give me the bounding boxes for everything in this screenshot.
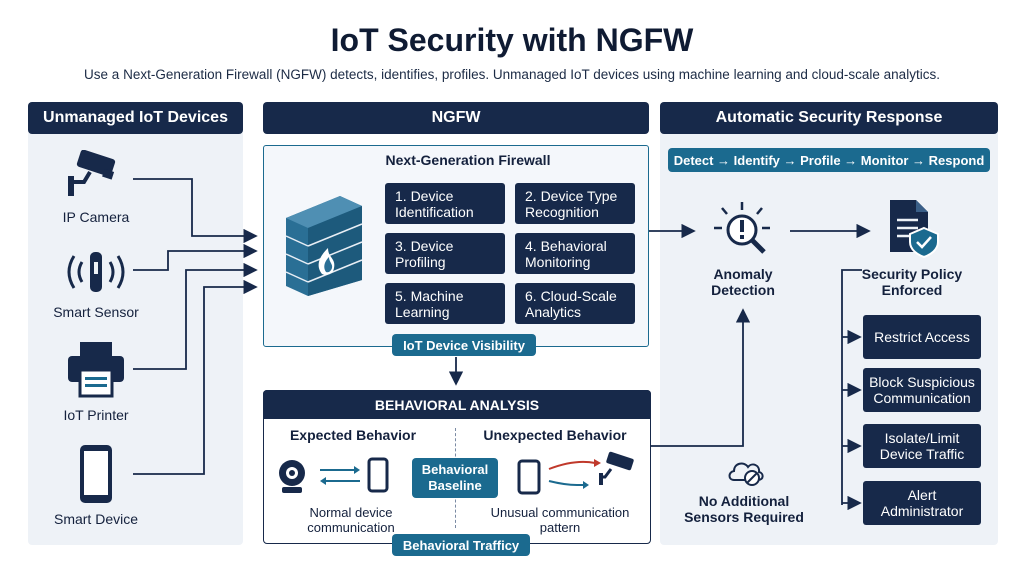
feature-device-type-recognition: 2. Device Type Recognition [515,183,635,224]
behavioral-traffic-badge: Behavioral Trafficy [392,534,530,556]
device-label-smart-device: Smart Device [53,511,139,527]
behavioral-baseline-badge: Behavioral Baseline [412,458,498,498]
anomaly-detection-label: Anomaly Detection [711,266,775,298]
device-label-ip-camera: IP Camera [62,209,130,225]
printer-icon [68,342,124,398]
devices-panel [28,102,243,545]
page-subtitle: Use a Next-Generation Firewall (NGFW) de… [84,67,940,82]
unexpected-behavior-title: Unexpected Behavior [483,427,627,443]
action-block-suspicious-communication: Block Suspicious Communication [863,368,981,412]
response-header: Automatic Security Response [660,102,998,134]
feature-behavioral-monitoring: 4. Behavioral Monitoring [515,233,635,274]
firewall-icon [285,196,363,296]
page-title: IoT Security with NGFW [330,22,694,58]
feature-device-identification: 1. Device Identification [385,183,505,224]
iot-device-visibility-badge: IoT Device Visibility [392,334,536,356]
security-policy-label: Security Policy Enforced [861,266,963,298]
unexpected-behavior-graphic [517,451,634,495]
no-sensors-icon [728,462,764,486]
behavioral-analysis-header: BEHAVIORAL ANALYSIS [263,390,651,419]
ngfw-header: NGFW [263,102,649,134]
expected-behavior-title: Expected Behavior [289,427,417,443]
device-label-iot-printer: IoT Printer [63,407,129,423]
devices-header: Unmanaged IoT Devices [28,102,243,134]
action-restrict-access: Restrict Access [863,315,981,359]
expected-behavior-caption: Normal device communication [307,505,395,535]
smartphone-icon [80,445,112,503]
expected-behavior-graphic [279,457,389,493]
feature-device-profiling: 3. Device Profiling [385,233,505,274]
ngfw-box-title: Next-Generation Firewall [385,152,551,168]
no-additional-sensors-label: No Additional Sensors Required [684,493,804,525]
response-flow-badge: Detect → Identify → Profile → Monitor → … [668,148,990,172]
device-label-smart-sensor: Smart Sensor [53,304,139,320]
anomaly-detection-icon [714,202,770,254]
smart-sensor-icon [67,252,125,292]
feature-machine-learning: 5. Machine Learning [385,283,505,324]
action-alert-administrator: Alert Administrator [863,481,981,525]
action-isolate-limit-traffic: Isolate/Limit Device Traffic [863,424,981,468]
ip-camera-icon [68,150,116,196]
unexpected-behavior-caption: Unusual communication pattern [490,505,630,535]
security-policy-icon [890,200,939,258]
feature-cloud-scale-analytics: 6. Cloud-Scale Analytics [515,283,635,324]
